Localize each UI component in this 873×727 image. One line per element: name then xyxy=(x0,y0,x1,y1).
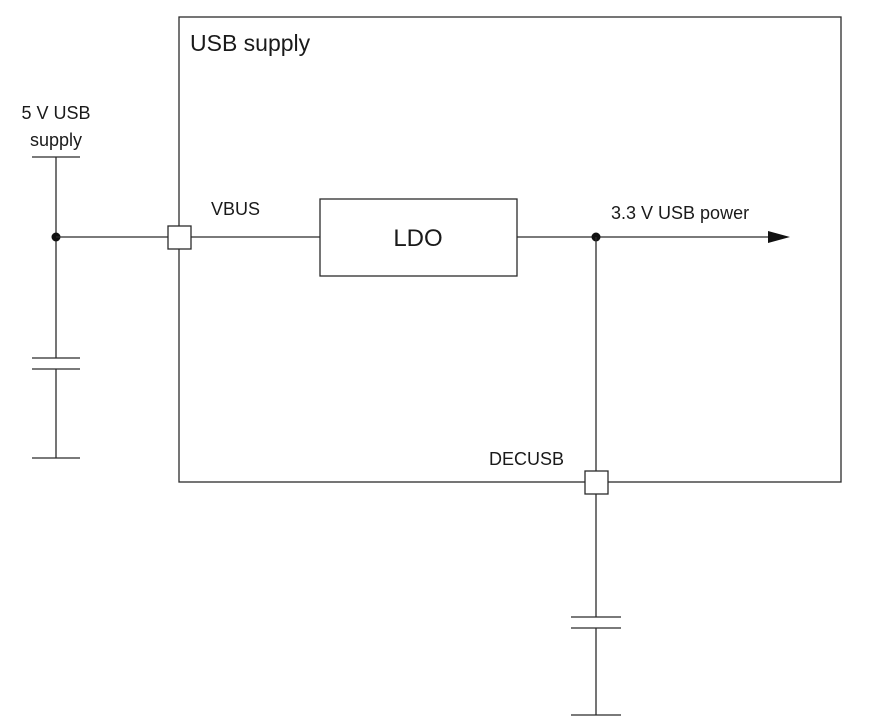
ldo-label: LDO xyxy=(393,225,442,252)
capacitor-decusb xyxy=(571,616,621,716)
output-label: 3.3 V USB power xyxy=(611,203,749,223)
vbus-pin xyxy=(167,225,192,250)
output-arrow-icon xyxy=(768,231,790,243)
ext-supply-label-line1: 5 V USB xyxy=(21,103,90,123)
capacitor-vbus xyxy=(32,357,80,459)
decusb-label: DECUSB xyxy=(489,449,564,469)
vbus-label: VBUS xyxy=(211,199,260,219)
decusb-pin xyxy=(584,470,609,495)
block-title: USB supply xyxy=(190,30,311,56)
ext-supply-label-line2: supply xyxy=(30,130,82,150)
